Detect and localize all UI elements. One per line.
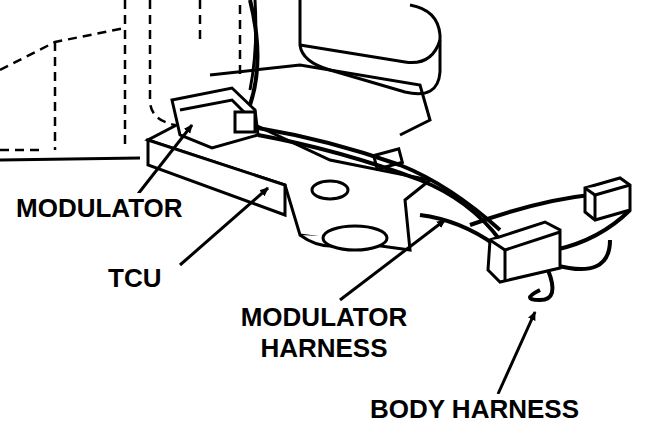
wires — [250, 0, 630, 300]
housing — [0, 0, 440, 160]
body-harness-connector — [488, 178, 630, 282]
leader-line — [138, 125, 535, 394]
part-label-text: TCU — [108, 263, 161, 293]
part-label: BODY HARNESS — [370, 394, 579, 425]
part-label: MODULATOR — [16, 193, 183, 224]
part-label: MODULATOR HARNESS — [226, 302, 422, 364]
part-label: TCU — [108, 263, 161, 294]
part-label-text: BODY HARNESS — [370, 394, 579, 424]
part-label-text: MODULATOR HARNESS — [241, 302, 408, 363]
part-label-text: MODULATOR — [16, 193, 183, 223]
modulator-connector — [172, 88, 258, 148]
